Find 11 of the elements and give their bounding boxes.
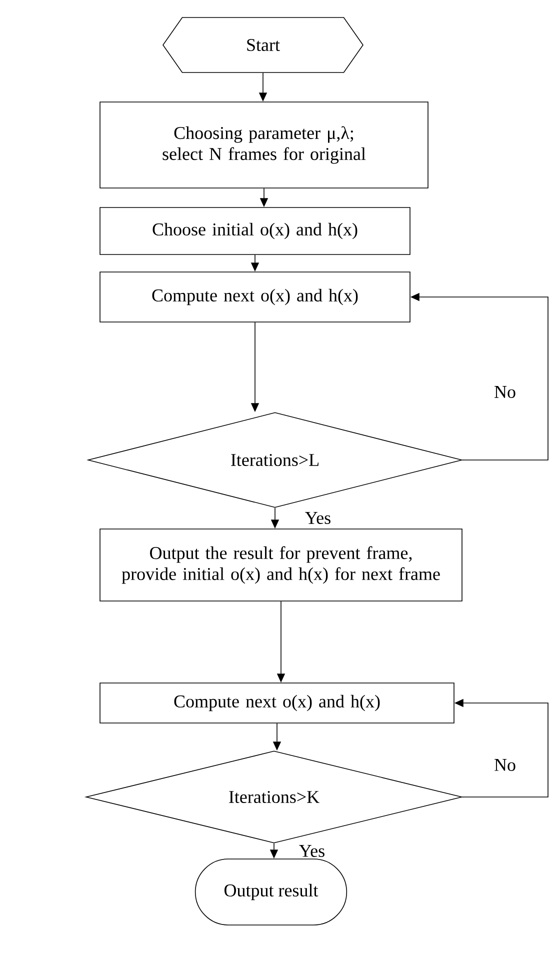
process-box: Choosing parameter μ,λ; select N frames for original [100, 102, 428, 188]
process-box: Choose initial o(x) and h(x) [100, 207, 410, 255]
edge-label: Yes [298, 844, 326, 858]
edge-label: No [493, 758, 517, 772]
terminal-box: Output result [194, 858, 348, 926]
process-box: Compute next o(x) and h(x) [100, 682, 454, 724]
edge-label: No [493, 385, 517, 399]
process-box: Compute next o(x) and h(x) [100, 272, 410, 322]
edge-label: Yes [304, 511, 332, 525]
process-box: Output the result for prevent frame, provide initial o(x) and h(x) for next frame [100, 528, 462, 602]
start-hexagon: Start [162, 17, 364, 73]
